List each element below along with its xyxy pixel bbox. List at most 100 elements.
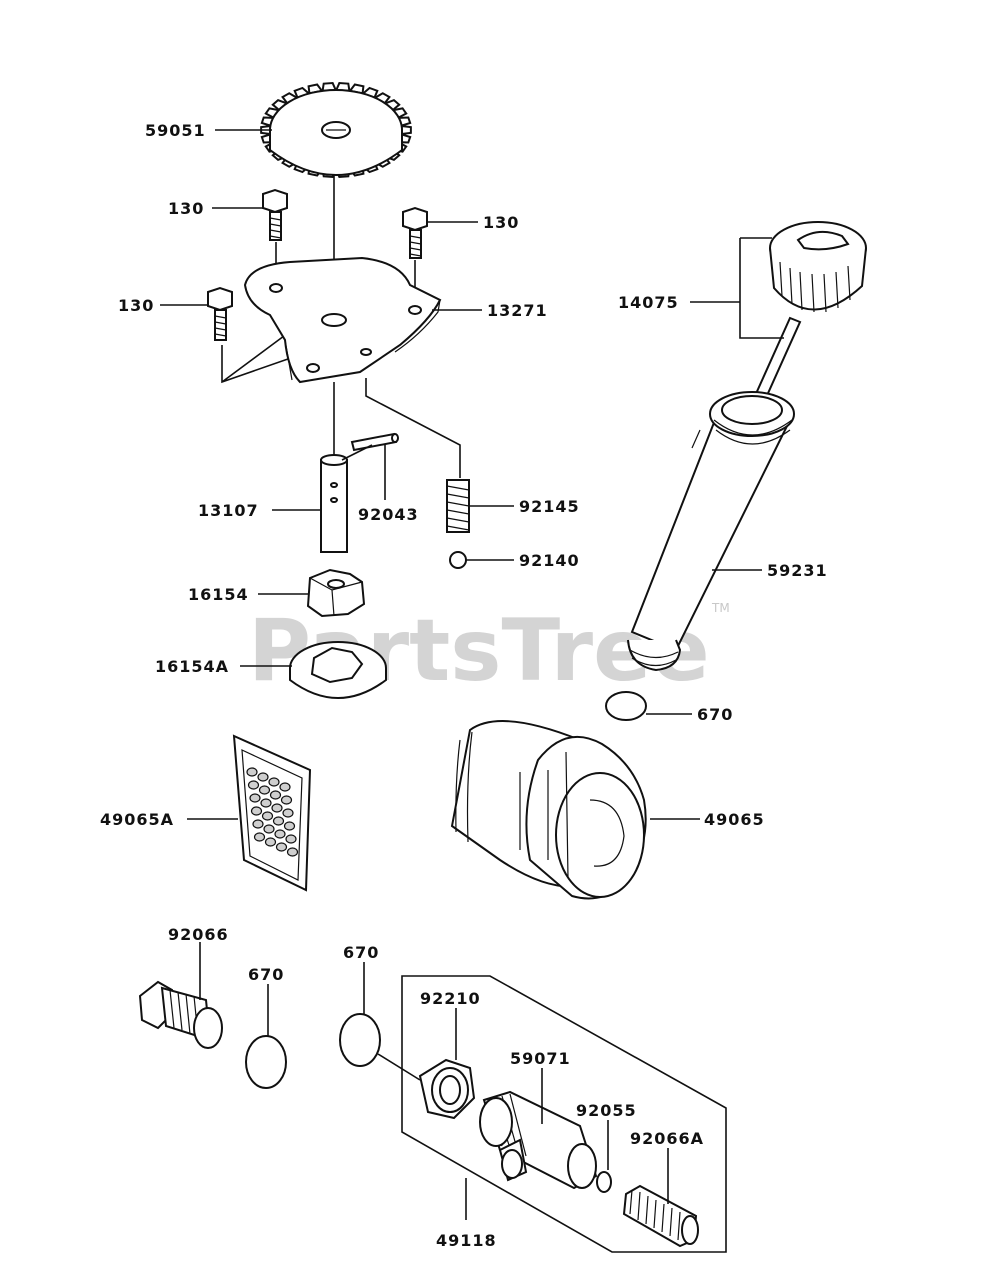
screen-mesh <box>246 767 299 857</box>
part-label-oring-tube[interactable]: 670 <box>697 705 733 724</box>
stud-end <box>681 1215 699 1245</box>
part-label-spring[interactable]: 92145 <box>519 497 580 516</box>
plug-92066[interactable] <box>138 980 223 1049</box>
part-label-oil-filter[interactable]: 49065 <box>704 810 765 829</box>
filler-tube-59231[interactable] <box>627 391 795 672</box>
shaft-13107[interactable] <box>320 454 348 553</box>
gear-tooth <box>400 124 412 136</box>
oring-assembly[interactable] <box>339 1013 381 1067</box>
plate-hole <box>408 305 422 315</box>
outer-rotor-16154A[interactable] <box>289 641 387 699</box>
part-label-bolt-upper-left[interactable]: 130 <box>168 199 204 218</box>
nut-bore <box>439 1075 461 1105</box>
screen-mesh-cell <box>268 777 280 787</box>
screen-mesh-cell <box>274 829 286 839</box>
cap-knurl <box>779 261 851 313</box>
spring-92145[interactable] <box>446 479 470 533</box>
washer-92055[interactable] <box>596 1171 612 1193</box>
plate-hole <box>306 363 320 373</box>
screen-mesh-cell <box>264 837 277 847</box>
oring-plug[interactable] <box>245 1035 287 1089</box>
adapter-nipple-end <box>501 1149 523 1179</box>
bolt-thread <box>269 217 282 239</box>
screen-mesh-cell <box>280 795 293 805</box>
shaft-hole <box>330 497 338 503</box>
dipstick-cap-14075[interactable] <box>744 221 867 422</box>
gear-59051[interactable] <box>260 82 412 178</box>
adapter-inlet <box>479 1097 513 1147</box>
cover-plate-13271[interactable] <box>243 256 442 384</box>
part-label-bolt-upper-right[interactable]: 130 <box>483 213 519 232</box>
leader-pin <box>341 444 386 500</box>
screen-mesh-cell <box>263 824 275 834</box>
plate-center-hole <box>321 313 347 327</box>
filter-flutes <box>519 751 569 879</box>
bolt-shank <box>214 309 227 341</box>
cap-grip <box>769 247 867 311</box>
part-label-filler-tube[interactable]: 59231 <box>767 561 828 580</box>
part-label-plug[interactable]: 92066 <box>168 925 229 944</box>
part-label-screen-filter[interactable]: 49065A <box>100 810 174 829</box>
screen-mesh-cell <box>283 821 296 831</box>
plug-thread <box>169 989 199 1037</box>
rotor-bore <box>327 579 345 589</box>
spring-coils <box>446 485 470 531</box>
bolt-head <box>262 188 288 214</box>
leader-oring-assembly <box>363 962 421 1081</box>
screen-mesh-cell <box>285 834 297 844</box>
part-label-nut[interactable]: 92210 <box>420 989 481 1008</box>
screen-mesh-cell <box>275 842 288 852</box>
screen-mesh-cell <box>249 793 261 803</box>
part-label-oring-assembly[interactable]: 670 <box>343 943 379 962</box>
pin-92043[interactable] <box>350 432 399 452</box>
bolt-head <box>402 206 428 232</box>
adapter-59071[interactable] <box>479 1090 598 1190</box>
part-label-assembly[interactable]: 49118 <box>436 1231 497 1250</box>
bolt-left[interactable] <box>207 286 233 341</box>
part-label-adapter[interactable]: 59071 <box>510 1049 571 1068</box>
part-label-washer[interactable]: 92055 <box>576 1101 637 1120</box>
part-label-inner-rotor[interactable]: 16154 <box>188 585 249 604</box>
bolt-upper-left[interactable] <box>262 188 288 241</box>
screen-mesh-cell <box>261 811 274 821</box>
part-label-stud[interactable]: 92066A <box>630 1129 704 1148</box>
oil-filter-49065[interactable] <box>450 720 647 900</box>
oring-tube[interactable] <box>605 691 647 721</box>
rotor-body <box>306 568 366 618</box>
part-label-ball[interactable]: 92140 <box>519 551 580 570</box>
part-label-dipstick-cap[interactable]: 14075 <box>618 293 679 312</box>
gear-rim <box>269 130 403 176</box>
screen-mesh-cell <box>246 767 258 777</box>
tube-mouth-inner <box>721 395 783 425</box>
part-label-outer-rotor[interactable]: 16154A <box>155 657 229 676</box>
stud-92066A[interactable] <box>622 1184 699 1248</box>
cap-oil-symbol <box>796 230 850 251</box>
screen-mesh-cell <box>286 847 299 857</box>
part-label-bolt-left[interactable]: 130 <box>118 296 154 315</box>
part-label-oring-plug[interactable]: 670 <box>248 965 284 984</box>
nut-92210[interactable] <box>418 1058 476 1120</box>
screen-mesh-cell <box>252 819 264 829</box>
assembly-bracket <box>401 975 727 1253</box>
part-label-shaft[interactable]: 13107 <box>198 501 259 520</box>
screen-mesh-cell <box>250 806 263 816</box>
part-label-cover-plate[interactable]: 13271 <box>487 301 548 320</box>
bolt-upper-right[interactable] <box>402 206 428 259</box>
shaft-hole <box>330 482 338 488</box>
screen-mesh-cell <box>260 798 272 808</box>
part-label-gear[interactable]: 59051 <box>145 121 206 140</box>
shaft-body <box>320 459 348 553</box>
part-label-pin[interactable]: 92043 <box>358 505 419 524</box>
ball-92140[interactable] <box>449 551 467 569</box>
outer-rotor-lobes <box>310 646 364 684</box>
leader-bolt-left-bracket <box>221 329 309 384</box>
inner-rotor-16154[interactable] <box>306 568 366 618</box>
bolt-thread <box>409 235 422 257</box>
shaft-top <box>320 454 348 466</box>
screen-inner <box>241 749 303 881</box>
screen-filter-49065A[interactable] <box>232 734 312 892</box>
plate-edge <box>284 299 441 381</box>
bolt-head <box>207 286 233 312</box>
screen-mesh-cell <box>282 808 294 818</box>
